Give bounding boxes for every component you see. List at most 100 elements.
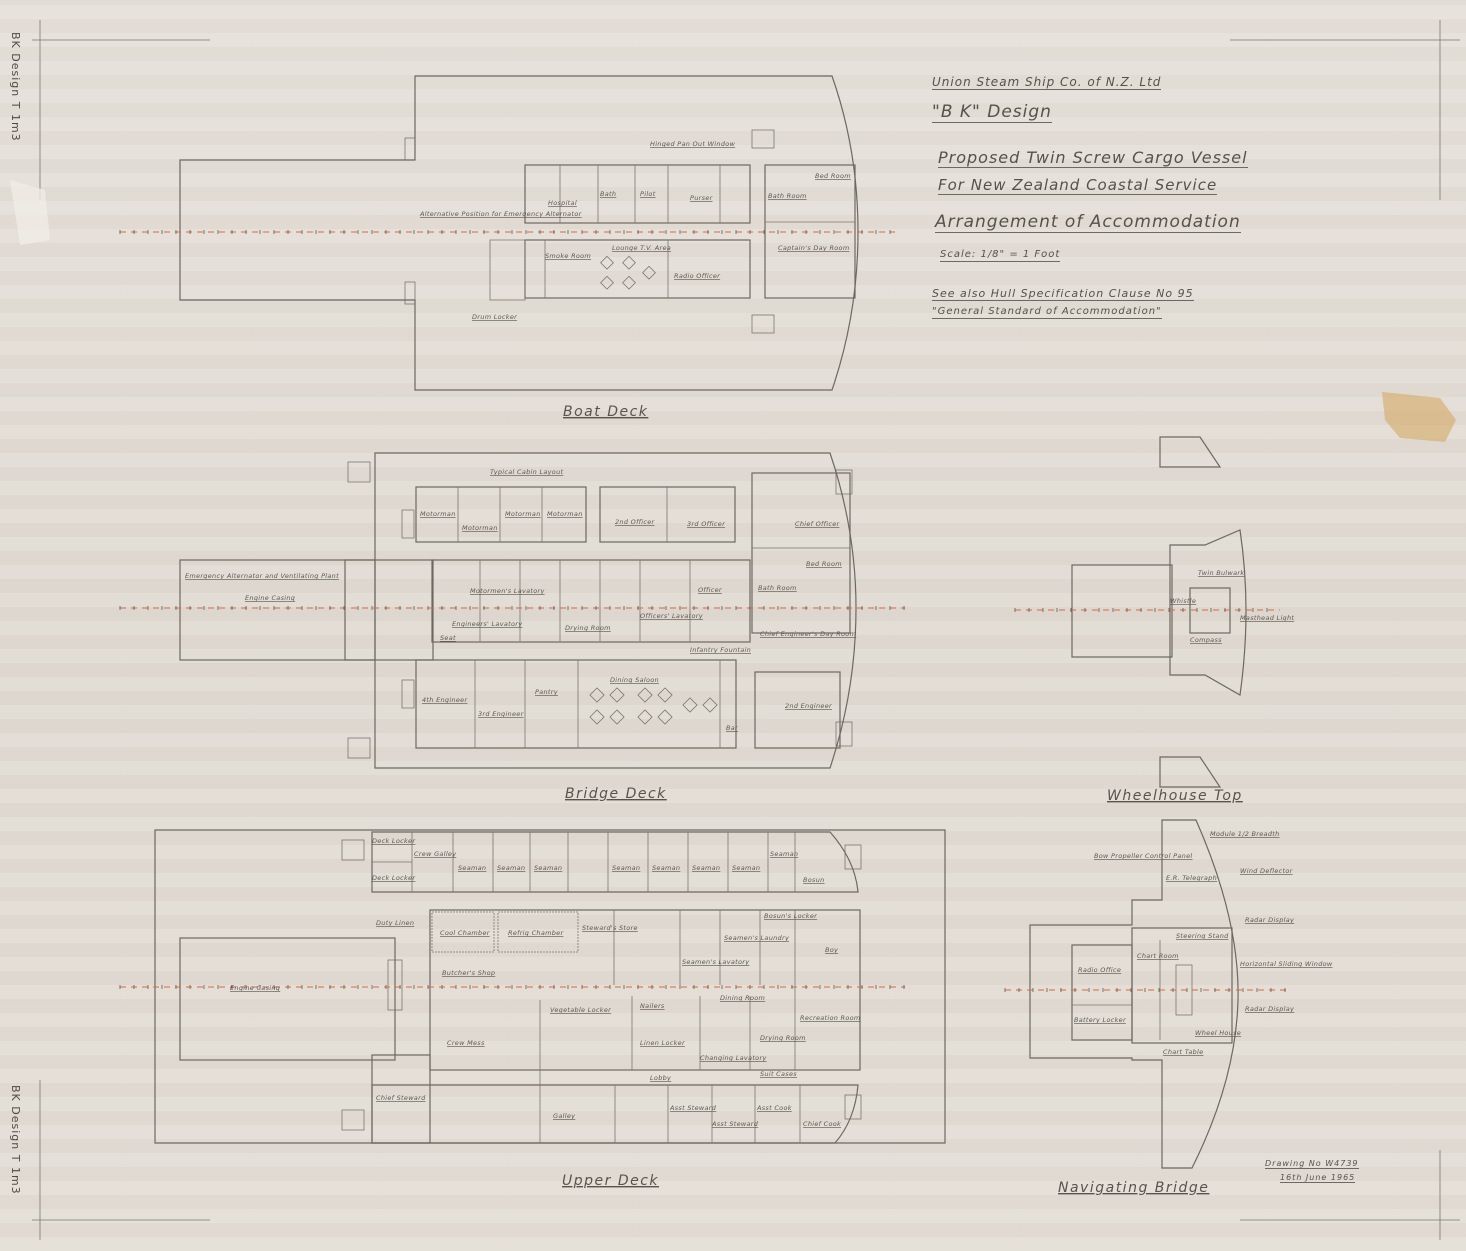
room-label: Chief Officer xyxy=(795,520,840,528)
room-label: E.R. Telegraph xyxy=(1166,874,1217,882)
room-label: Deck Locker xyxy=(372,837,416,845)
room-label: Bath Room xyxy=(768,192,807,200)
room-label: Whistle xyxy=(1170,597,1196,605)
room-label: Motorman xyxy=(547,510,583,518)
room-label: Drum Locker xyxy=(472,313,518,321)
side-label-top: BK Design T 1m3 xyxy=(9,32,22,142)
room-label: Motorman xyxy=(462,524,498,532)
room-label: Seaman xyxy=(770,850,798,858)
room-label: Typical Cabin Layout xyxy=(490,468,563,476)
room-label: Bed Room xyxy=(806,560,842,568)
wheelhouse-top-plan: Twin Bulwark Whistle Compass Masthead Li… xyxy=(1015,436,1294,804)
room-label: Bosun xyxy=(803,876,825,884)
title-line-1: Proposed Twin Screw Cargo Vessel xyxy=(938,148,1248,168)
room-label: Recreation Room xyxy=(800,1014,861,1022)
room-label: Pilot xyxy=(640,190,656,198)
room-label: Officers' Lavatory xyxy=(640,612,703,620)
room-label: Duty Linen xyxy=(376,919,414,927)
room-label: Bosun's Locker xyxy=(764,912,818,920)
side-label-bottom: BK Design T 1m3 xyxy=(9,1085,22,1195)
room-label: Hospital xyxy=(548,199,577,207)
room-label: Steering Stand xyxy=(1176,932,1229,940)
room-label: 3rd Officer xyxy=(687,520,726,528)
room-label: 2nd Engineer xyxy=(785,702,833,710)
room-label: Steward's Store xyxy=(582,924,638,932)
room-label: Crew Galley xyxy=(414,850,456,858)
upper-deck-plan: Deck Locker Deck Locker Crew Galley Seam… xyxy=(120,829,946,1189)
deck-title-wheelhouse-top: Wheelhouse Top xyxy=(1107,788,1243,804)
room-label: Bar xyxy=(726,724,739,732)
navigating-bridge-plan: Radio Office Battery Locker Chart Room W… xyxy=(1005,819,1333,1196)
deck-title-navigating-bridge: Navigating Bridge xyxy=(1058,1180,1209,1196)
room-label: Lobby xyxy=(650,1074,671,1082)
room-label: Bed Room xyxy=(815,172,851,180)
room-label: Seaman xyxy=(732,864,760,872)
room-label: Bath xyxy=(600,190,616,198)
room-label: Masthead Light xyxy=(1240,614,1294,622)
room-label: Lounge T.V. Area xyxy=(612,244,671,252)
reference-note-1: See also Hull Specification Clause No 95 xyxy=(932,287,1194,301)
room-label: Motorman xyxy=(505,510,541,518)
room-label: Radio Office xyxy=(1078,966,1121,974)
room-label: Seat xyxy=(440,634,456,642)
room-label: Asst Cook xyxy=(756,1104,792,1112)
room-label: Officer xyxy=(698,586,723,594)
drawing-date: 16th June 1965 xyxy=(1280,1173,1356,1184)
room-label: Chart Room xyxy=(1137,952,1179,960)
boat-deck-plan: Hospital Bath Pilot Purser Smoke Room Lo… xyxy=(120,75,895,420)
bridge-deck-plan: Typical Cabin Layout Motorman Motorman M… xyxy=(120,452,905,802)
room-label: Vegetable Locker xyxy=(550,1006,612,1014)
room-label: Wind Deflector xyxy=(1240,867,1294,875)
room-label: Engineers' Lavatory xyxy=(452,620,522,628)
room-label: Seaman xyxy=(534,864,562,872)
room-label: Seamen's Lavatory xyxy=(682,958,749,966)
paper-stain xyxy=(1382,392,1456,442)
room-label: Boy xyxy=(825,946,838,954)
design-name: "B K" Design xyxy=(932,102,1052,123)
room-label: Galley xyxy=(553,1112,575,1120)
room-label: Engine Casing xyxy=(245,594,295,602)
room-label: Hinged Pan Out Window xyxy=(650,140,736,148)
title-line-3: Arrangement of Accommodation xyxy=(935,212,1241,233)
room-label: Radio Officer xyxy=(674,272,721,280)
room-label: Refrig Chamber xyxy=(508,929,564,937)
room-label: Nailers xyxy=(640,1002,665,1010)
room-label: 4th Engineer xyxy=(422,696,468,704)
room-label: Asst Steward xyxy=(669,1104,717,1112)
room-label: Seamen's Laundry xyxy=(724,934,789,942)
frame-marks xyxy=(32,20,1460,1240)
room-label: Seaman xyxy=(652,864,680,872)
room-label: Twin Bulwark xyxy=(1198,569,1244,577)
room-label: Infantry Fountain xyxy=(690,646,751,654)
room-label: Asst Steward xyxy=(711,1120,759,1128)
room-label: Horizontal Sliding Window xyxy=(1240,960,1333,968)
room-label: Motormen's Lavatory xyxy=(470,587,545,595)
room-label: Seaman xyxy=(497,864,525,872)
room-label: Bow Propeller Control Panel xyxy=(1094,852,1193,860)
room-label: Changing Lavatory xyxy=(700,1054,767,1062)
room-label: Smoke Room xyxy=(545,252,591,260)
room-label: Crew Mess xyxy=(447,1039,485,1047)
room-label: Module 1/2 Breadth xyxy=(1210,830,1280,838)
room-label: Butcher's Shop xyxy=(442,969,495,977)
title-line-2: For New Zealand Coastal Service xyxy=(938,176,1218,195)
room-label: Seaman xyxy=(692,864,720,872)
deck-title-upper: Upper Deck xyxy=(562,1173,659,1189)
room-label: Wheel House xyxy=(1195,1029,1241,1037)
room-label: Pantry xyxy=(535,688,558,696)
scale-note: Scale: 1/8" = 1 Foot xyxy=(940,249,1061,262)
deck-title-bridge: Bridge Deck xyxy=(565,786,667,802)
reference-note-2: "General Standard of Accommodation" xyxy=(932,306,1162,319)
torn-corner xyxy=(10,180,50,245)
room-label: Dining Saloon xyxy=(610,676,659,684)
room-label: Drying Room xyxy=(565,624,611,632)
deck-title-boat: Boat Deck xyxy=(563,404,648,420)
drawing-number: Drawing No W4739 xyxy=(1265,1159,1359,1170)
room-label: Alternative Position for Emergency Alter… xyxy=(419,210,583,218)
room-label: 2nd Officer xyxy=(615,518,656,526)
room-label: Chart Table xyxy=(1163,1048,1203,1056)
room-label: Suit Cases xyxy=(760,1070,797,1078)
room-label: Emergency Alternator and Ventilating Pla… xyxy=(185,572,339,580)
room-label: Deck Locker xyxy=(372,874,416,882)
